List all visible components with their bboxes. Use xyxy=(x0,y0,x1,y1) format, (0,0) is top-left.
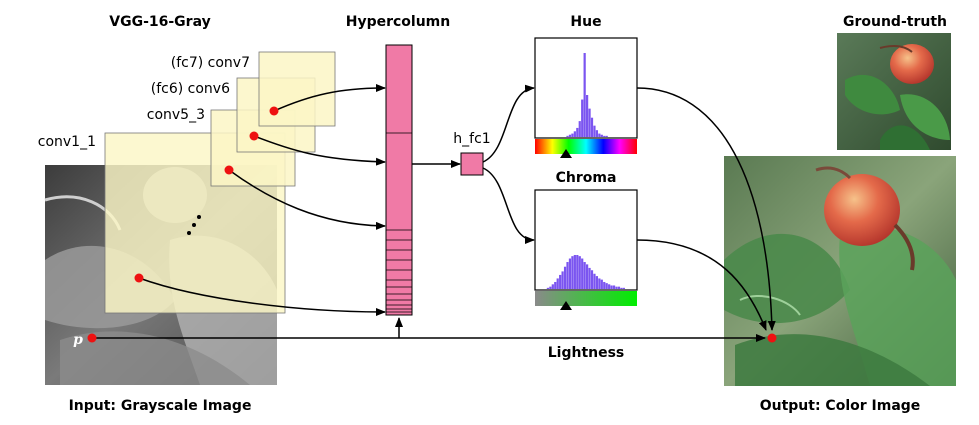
chroma-colorbar xyxy=(535,291,637,306)
point-input-pixel xyxy=(87,333,97,343)
chroma-histogram-bar xyxy=(586,264,589,289)
chroma-histogram-bar xyxy=(571,256,574,289)
arrow-conv1-to-hypercolumn xyxy=(138,277,386,316)
hypercolumn-bar xyxy=(385,44,413,316)
hue-histogram-bar xyxy=(593,125,596,137)
hue-histogram-bar xyxy=(583,53,586,137)
hue-histogram-bar xyxy=(586,95,589,137)
hue-histogram-bar xyxy=(590,117,594,137)
hue-marker-icon xyxy=(560,149,572,158)
layer-label-fc6-conv6: (fc6) conv6 xyxy=(151,81,230,97)
hue-histogram-bar xyxy=(573,131,576,137)
chroma-histogram-bar xyxy=(612,285,616,289)
hue-histogram-bar xyxy=(576,127,579,137)
hue-histogram-bar xyxy=(600,134,603,137)
chroma-histogram-bar xyxy=(581,258,584,289)
chroma-histogram-bar xyxy=(600,279,603,289)
chroma-histogram-bar xyxy=(593,273,596,289)
h-fc1-label: h_fc1 xyxy=(453,131,490,147)
chroma-marker-icon xyxy=(560,301,572,310)
arrow-chroma-to-output xyxy=(636,239,767,331)
chroma-histogram-bar xyxy=(563,266,567,289)
hue-histogram-bar xyxy=(578,121,581,137)
hue-colorbar xyxy=(535,139,637,154)
chroma-title: Chroma xyxy=(556,170,617,186)
hue-histogram-bar xyxy=(588,108,591,137)
ground-truth-image xyxy=(837,33,951,150)
chroma-histogram-bar xyxy=(556,278,559,289)
hue-histogram-bar xyxy=(595,130,599,137)
layer-label-fc7-conv7: (fc7) conv7 xyxy=(171,55,250,71)
chroma-histogram-bar xyxy=(622,287,625,289)
arrow-hfc1-to-hue xyxy=(482,84,535,163)
chroma-histogram-bar xyxy=(620,287,623,289)
chroma-histogram-bar xyxy=(603,281,606,289)
output-color-image xyxy=(724,156,956,386)
point-conv5-3 xyxy=(224,165,234,175)
hue-histogram-bar xyxy=(603,135,606,137)
arrow-conv7-to-hypercolumn xyxy=(273,84,386,112)
arrow-conv6-to-hypercolumn xyxy=(253,135,386,166)
point-conv7 xyxy=(269,106,279,116)
chroma-histogram-bar xyxy=(549,286,552,289)
chroma-histogram-bar xyxy=(610,285,613,289)
chroma-histogram-bar xyxy=(617,286,621,289)
ground-truth-title: Ground-truth xyxy=(843,14,947,30)
chroma-histogram-bar xyxy=(554,281,557,289)
chroma-histogram-bar xyxy=(583,262,586,289)
chroma-histogram-bar xyxy=(568,258,572,289)
hue-histogram-bar xyxy=(568,134,572,137)
arrow-hue-to-output xyxy=(636,87,776,331)
arrow-conv5-to-hypercolumn xyxy=(228,169,386,230)
chroma-histogram-bar xyxy=(605,283,608,289)
point-output-pixel xyxy=(767,333,777,343)
chroma-histogram-bar xyxy=(546,287,550,289)
lightness-label: Lightness xyxy=(548,345,625,361)
hue-histogram xyxy=(534,37,638,158)
hue-title: Hue xyxy=(570,14,601,30)
chroma-histogram-bar xyxy=(561,271,564,289)
chroma-histogram-bar xyxy=(598,278,601,289)
chroma-histogram-bar xyxy=(608,284,611,289)
chroma-histogram-bar xyxy=(576,255,579,289)
ellipsis-dots xyxy=(187,215,201,235)
chroma-histogram-bar xyxy=(551,284,554,289)
chroma-histogram-bar xyxy=(573,255,576,289)
hue-histogram-bar xyxy=(605,135,608,137)
chroma-histogram-bar xyxy=(559,274,562,289)
arrow-hfc1-to-chroma xyxy=(482,167,535,244)
h-fc1-box xyxy=(460,152,484,176)
network-title: VGG-16-Gray xyxy=(109,14,210,30)
pixel-p-label: p xyxy=(73,332,83,348)
chroma-histogram xyxy=(534,189,638,310)
hue-histogram-bar xyxy=(571,133,574,137)
output-caption: Output: Color Image xyxy=(760,398,921,414)
chroma-histogram-bar xyxy=(578,256,581,289)
point-conv6 xyxy=(249,131,259,141)
chroma-histogram-bar xyxy=(595,276,599,289)
chroma-histogram-bar xyxy=(615,286,618,289)
hue-histogram-bar xyxy=(581,99,584,137)
hypercolumn-title: Hypercolumn xyxy=(346,14,451,30)
hue-histogram-bar xyxy=(566,135,569,137)
hue-histogram-bar xyxy=(598,133,601,137)
layer-label-conv5-3: conv5_3 xyxy=(147,107,205,123)
chroma-histogram-bar xyxy=(590,270,594,289)
layer-label-conv1-1: conv1_1 xyxy=(38,134,96,150)
layer-conv7 xyxy=(258,51,336,127)
chroma-histogram-bar xyxy=(588,267,591,289)
input-caption: Input: Grayscale Image xyxy=(69,398,252,414)
point-conv1-1 xyxy=(134,273,144,283)
chroma-histogram-bar xyxy=(566,262,569,289)
